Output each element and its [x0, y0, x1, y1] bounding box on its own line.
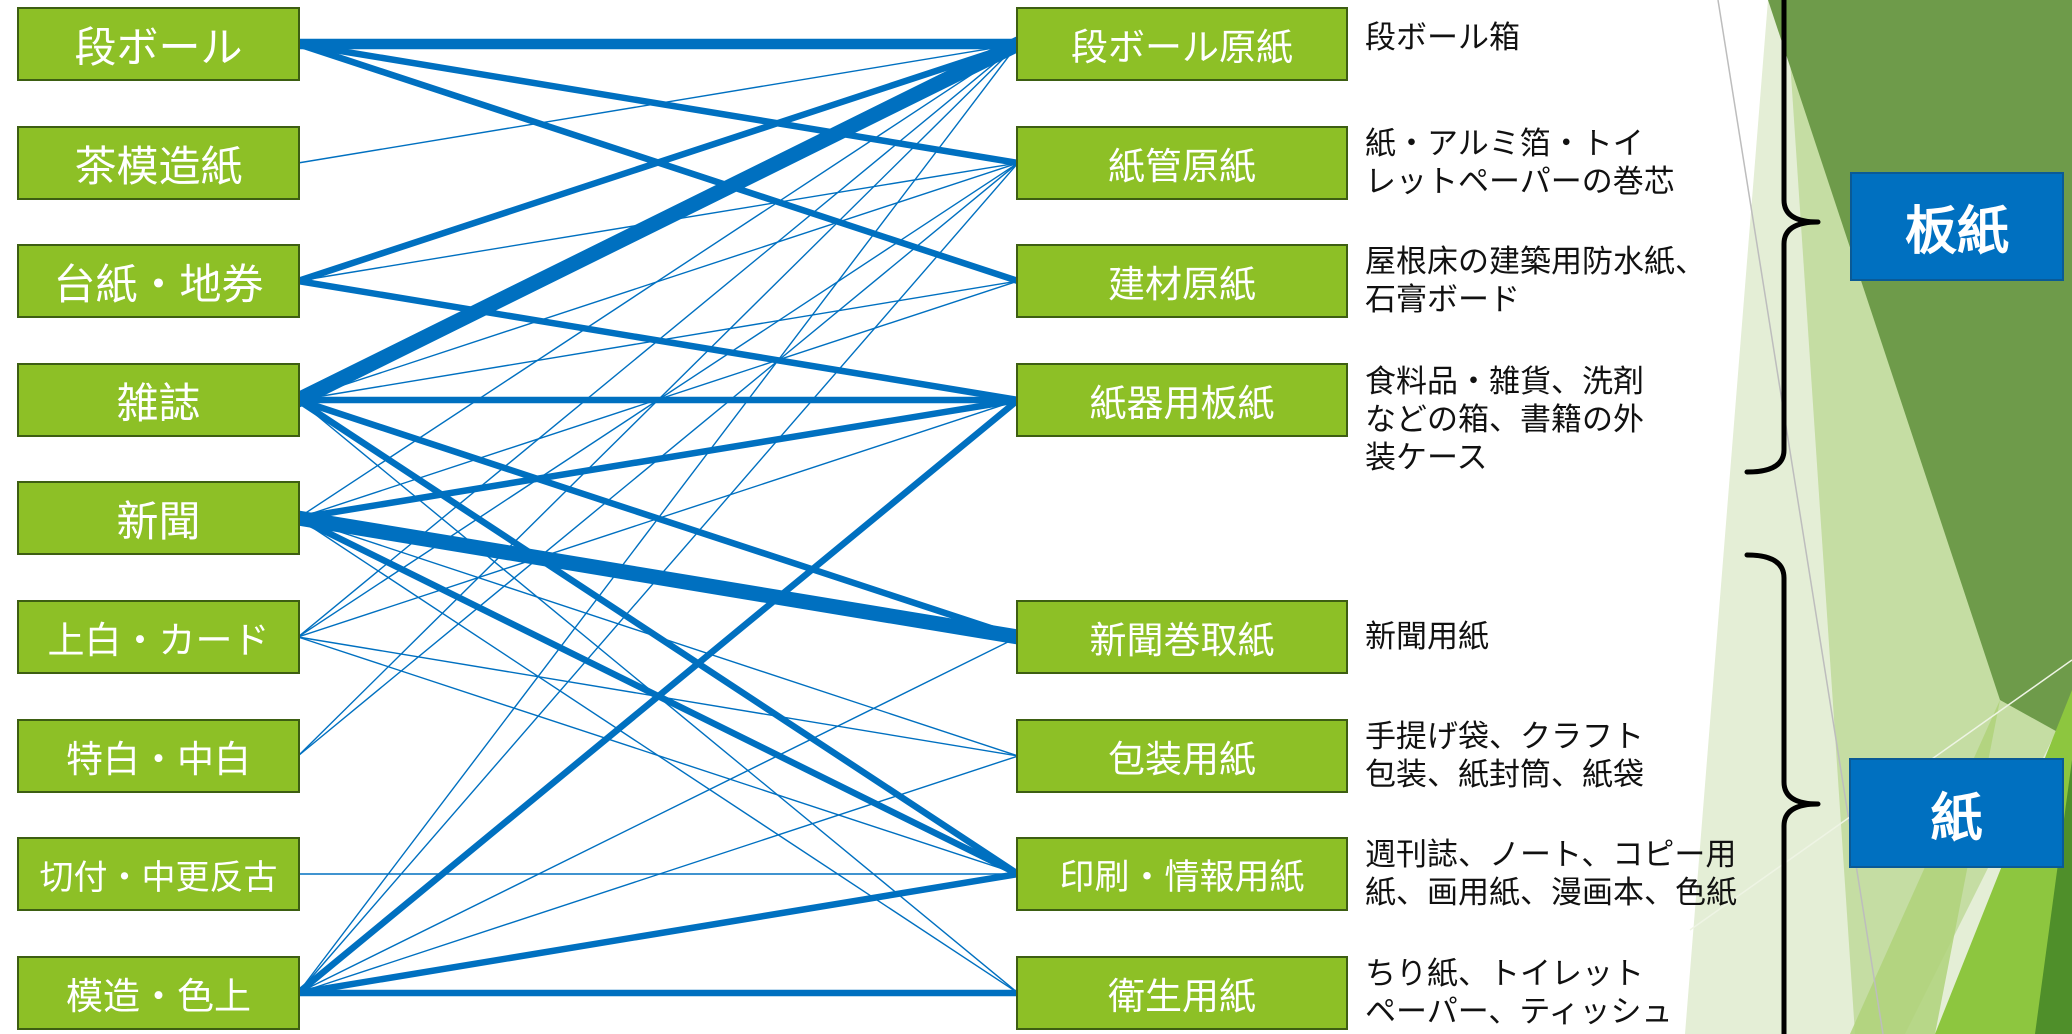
connection-line	[294, 396, 1022, 641]
product-node: 印刷・情報用紙	[1016, 837, 1348, 911]
product-use-line: 石膏ボード	[1365, 282, 1520, 318]
product-uses: 週刊誌、ノート、コピー用 紙、画用紙、漫画本、色紙	[1365, 837, 1775, 911]
product-use-line: ペーパー、ティッシュ	[1365, 994, 1673, 1030]
source-node: 新聞	[17, 481, 300, 555]
connection-line	[297, 636, 1019, 875]
connection-line	[294, 277, 1022, 404]
product-use-line: 屋根床の建築用防水紙、	[1365, 244, 1706, 280]
product-use-line: 週刊誌、ノート、コピー用	[1365, 837, 1737, 873]
product-node: 衛生用紙	[1016, 956, 1348, 1030]
source-node: 特白・中白	[17, 719, 300, 793]
product-uses: 新聞用紙	[1365, 600, 1775, 674]
source-node: 切付・中更反古	[17, 837, 300, 911]
connection-line	[294, 870, 1022, 997]
product-use-line: 手提げ袋、クラフト	[1365, 719, 1644, 755]
connection-line	[294, 396, 1022, 878]
product-use-line: 装ケース	[1365, 440, 1488, 476]
product-use-line: 段ボール箱	[1365, 20, 1520, 56]
product-use-line: 包装、紙封筒、紙袋	[1365, 757, 1644, 793]
product-use-line: 新聞用紙	[1365, 619, 1489, 655]
product-node: 包装用紙	[1016, 719, 1348, 793]
source-node: 雑誌	[17, 363, 300, 437]
product-uses: 屋根床の建築用防水紙、 石膏ボード	[1365, 244, 1775, 318]
product-use-line: ちり紙、トイレット	[1365, 956, 1644, 992]
source-node: 上白・カード	[17, 600, 300, 674]
group-label-paper: 紙	[1849, 758, 2064, 868]
product-use-line: 紙、画用紙、漫画本、色紙	[1365, 875, 1737, 911]
product-node: 段ボール原紙	[1016, 7, 1348, 81]
product-node: 新聞巻取紙	[1016, 600, 1348, 674]
connection-line	[294, 396, 1022, 522]
product-uses: 食料品・雑貨、洗剤 などの箱、書籍の外 装ケース	[1365, 364, 1775, 476]
bracket-paper	[1744, 552, 1821, 1034]
product-use-line: 紙・アルミ箔・トイ	[1365, 126, 1644, 162]
source-node: 模造・色上	[17, 956, 300, 1030]
connection-line	[290, 36, 1026, 408]
product-use-line: レットペーパーの巻芯	[1365, 164, 1675, 200]
source-node: 段ボール	[17, 7, 300, 81]
product-use-line: などの箱、書籍の外	[1365, 402, 1644, 438]
product-node: 紙管原紙	[1016, 126, 1348, 200]
product-uses: 紙・アルミ箔・トイ レットペーパーの巻芯	[1365, 126, 1775, 200]
product-node: 紙器用板紙	[1016, 363, 1348, 437]
product-node: 建材原紙	[1016, 244, 1348, 318]
product-uses: 手提げ袋、クラフト 包装、紙封筒、紙袋	[1365, 719, 1775, 793]
source-node: 茶模造紙	[17, 126, 300, 200]
product-use-line: 食料品・雑貨、洗剤	[1365, 364, 1644, 400]
connection-line	[294, 396, 1022, 997]
group-label-paperboard: 板紙	[1850, 172, 2064, 281]
connection-line	[294, 40, 1022, 167]
connection-line	[297, 636, 1019, 994]
product-uses: 段ボール箱	[1365, 1, 1775, 75]
source-node: 台紙・地券	[17, 244, 300, 318]
connection-line	[290, 510, 1026, 645]
product-uses: ちり紙、トイレット ペーパー、ティッシュ	[1365, 956, 1775, 1030]
bracket-paperboard	[1744, 0, 1821, 475]
connection-line	[294, 40, 1022, 285]
